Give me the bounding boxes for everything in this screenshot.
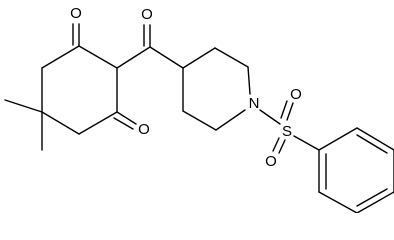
bond [286,102,294,121]
oxygen-atom-label: O [141,6,153,23]
bond [113,117,134,130]
bond [356,134,388,154]
bond [259,109,281,125]
bond [318,127,358,151]
bond [116,46,151,69]
oxygen-atom-label: O [290,86,302,103]
oxygen-atom-label: O [138,121,150,138]
bond [149,46,184,69]
bond [356,188,388,207]
bond [78,111,118,135]
bond [41,45,80,69]
bond [280,100,288,119]
bond [318,191,358,213]
oxygen-atom-label: O [70,5,82,22]
bond [278,139,286,154]
bond [293,135,320,151]
bond [182,47,216,69]
oxygen-atom-label: O [265,153,277,170]
bond [41,111,80,135]
bond [215,109,246,131]
bond [214,47,249,68]
bond [356,191,394,213]
chemical-structure: O O O N S O O [4,5,394,213]
bond [116,111,137,125]
bond [182,110,217,131]
bond [356,127,394,151]
bond [78,45,118,69]
nitrogen-atom-label: N [249,95,260,112]
bond [4,99,43,113]
sulfur-atom-label: S [282,123,292,140]
bond [247,66,251,95]
bond [272,137,280,152]
